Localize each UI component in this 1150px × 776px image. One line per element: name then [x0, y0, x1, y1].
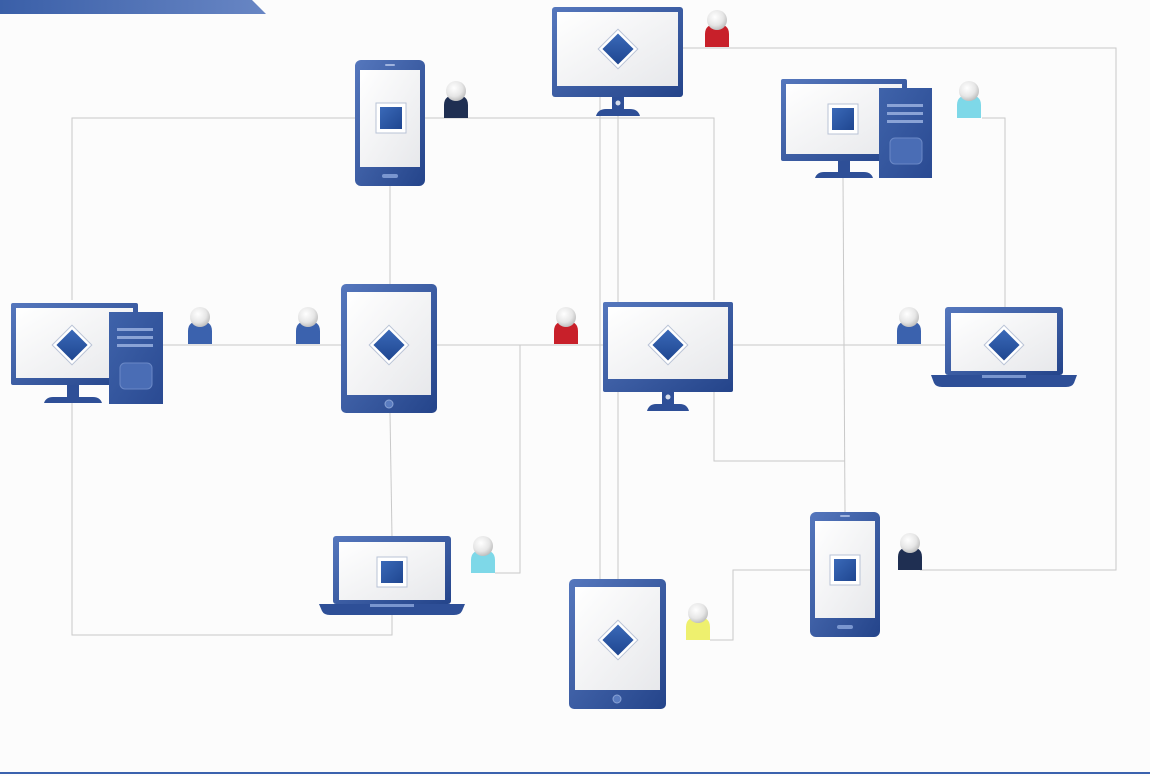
user-icon	[471, 536, 495, 573]
user-icon	[444, 81, 468, 118]
user-icon	[705, 10, 729, 47]
square-icon	[375, 102, 407, 134]
user-icon	[686, 603, 710, 640]
tablet-bottom[interactable]	[569, 579, 666, 709]
user-icon	[897, 307, 921, 344]
connector	[982, 117, 1006, 307]
diamond-icon	[597, 28, 639, 70]
connector	[71, 403, 393, 636]
tablet-center[interactable]	[341, 284, 437, 413]
connectors	[71, 47, 1117, 641]
phone-top-left[interactable]	[355, 60, 425, 186]
connector	[389, 412, 393, 538]
laptop-right[interactable]	[931, 307, 1077, 387]
connector	[710, 569, 810, 641]
diamond-icon	[51, 324, 93, 366]
user-icon	[957, 81, 981, 118]
user-icon	[898, 533, 922, 570]
desktop-left[interactable]	[11, 303, 163, 404]
phone-bottom-right[interactable]	[810, 512, 880, 637]
desktop-top-right[interactable]	[781, 79, 932, 178]
user-icon	[554, 307, 578, 344]
square-icon	[376, 556, 408, 588]
desktop-top-center[interactable]	[552, 7, 683, 116]
laptop-bottom-left[interactable]	[319, 536, 465, 615]
square-icon	[827, 103, 859, 135]
connector	[713, 392, 845, 462]
connector	[495, 345, 521, 574]
diamond-icon	[647, 324, 689, 366]
user-icon	[296, 307, 320, 344]
connector	[71, 117, 355, 300]
user-icon	[188, 307, 212, 344]
connector	[682, 47, 1117, 571]
square-icon	[829, 554, 861, 586]
diamond-icon	[983, 324, 1025, 366]
connector	[425, 117, 715, 300]
diamond-icon	[597, 619, 639, 661]
header-banner	[0, 0, 266, 14]
diamond-icon	[368, 324, 410, 366]
footer-rule	[0, 772, 1150, 774]
monitor-center[interactable]	[603, 302, 733, 411]
